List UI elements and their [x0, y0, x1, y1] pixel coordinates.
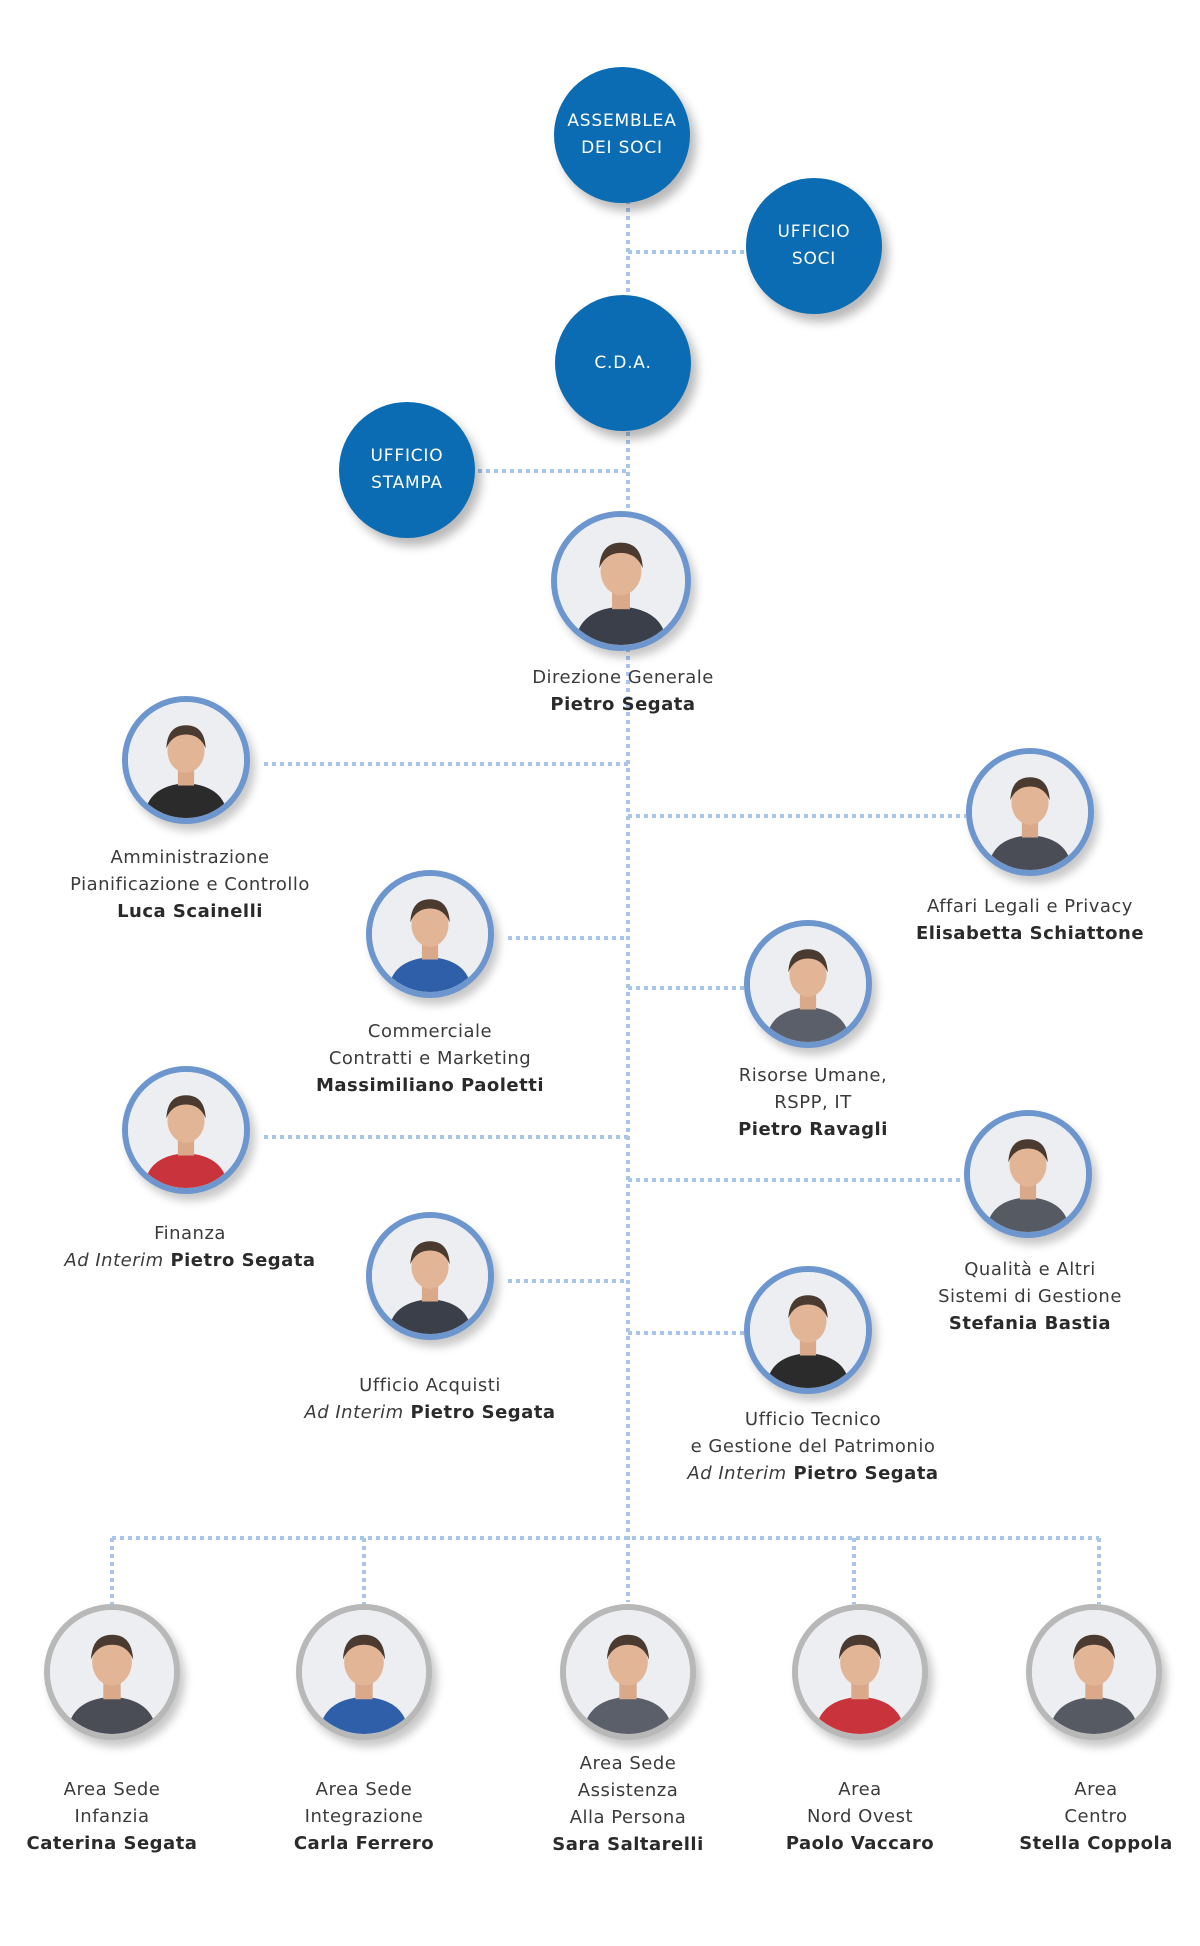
cda-node: C.D.A. — [555, 295, 691, 431]
avatar-tecnico — [744, 1266, 872, 1394]
acquisti-label: Ufficio Acquisti Ad Interim Pietro Segat… — [280, 1372, 580, 1426]
role-line: Alla Persona — [569, 1807, 687, 1828]
role-line: Ufficio Tecnico — [744, 1409, 882, 1430]
person-name: Pietro Segata — [550, 694, 696, 715]
person-name: Ad Interim Pietro Segata — [663, 1460, 963, 1487]
role-line: Direzione Generale — [532, 667, 714, 688]
role-line: Risorse Umane, — [738, 1065, 888, 1086]
role-line: Nord Ovest — [806, 1806, 914, 1827]
person-name: Stella Coppola — [1019, 1833, 1173, 1854]
person-photo-icon — [50, 1610, 174, 1734]
role-line: Qualità e Altri — [964, 1259, 1096, 1280]
avatar-affari-legali — [966, 748, 1094, 876]
assemblea-dei-soci-node: ASSEMBLEA DEI SOCI — [554, 67, 690, 203]
area-integrazione-label: Area Sede Integrazione Carla Ferrero — [244, 1776, 484, 1857]
person-name: Ad Interim Pietro Segata — [40, 1247, 340, 1274]
person-name: Paolo Vaccaro — [785, 1833, 935, 1854]
person-photo-icon — [972, 754, 1088, 870]
person-name: Elisabetta Schiattone — [915, 923, 1145, 944]
role-line: Contratti e Marketing — [328, 1048, 532, 1069]
role-line: Ufficio Acquisti — [359, 1375, 501, 1396]
role-line: Finanza — [154, 1223, 226, 1244]
avatar-area-centro — [1026, 1604, 1162, 1740]
commerciale-label: Commerciale Contratti e Marketing Massim… — [280, 1018, 580, 1099]
role-line: Amministrazione — [110, 847, 270, 868]
name-text: Pietro Segata — [170, 1250, 316, 1271]
ufficio-stampa-node: UFFICIO STAMPA — [339, 402, 475, 538]
qualita-label: Qualità e Altri Sistemi di Gestione Stef… — [880, 1256, 1180, 1337]
person-photo-icon — [750, 1272, 866, 1388]
ad-interim-label: Ad Interim — [304, 1402, 404, 1423]
role-line: Centro — [1064, 1806, 1128, 1827]
person-photo-icon — [1032, 1610, 1156, 1734]
ufficio-soci-node: UFFICIO SOCI — [746, 178, 882, 314]
name-text: Pietro Segata — [410, 1402, 556, 1423]
person-name: Pietro Ravagli — [738, 1119, 888, 1140]
name-text: Pietro Segata — [793, 1463, 939, 1484]
ad-interim-label: Ad Interim — [64, 1250, 164, 1271]
risorse-umane-label: Risorse Umane, RSPP, IT Pietro Ravagli — [663, 1062, 963, 1143]
role-line: Assistenza — [577, 1780, 679, 1801]
avatar-area-assistenza — [560, 1604, 696, 1740]
role-line: Area — [838, 1779, 882, 1800]
person-photo-icon — [128, 702, 244, 818]
role-line: Commerciale — [367, 1021, 493, 1042]
avatar-acquisti — [366, 1212, 494, 1340]
role-line: Area Sede — [579, 1753, 677, 1774]
role-line: Integrazione — [304, 1806, 424, 1827]
person-photo-icon — [372, 1218, 488, 1334]
area-infanzia-label: Area Sede Infanzia Caterina Segata — [0, 1776, 232, 1857]
amministrazione-label: Amministrazione Pianificazione e Control… — [40, 844, 340, 925]
person-name: Massimiliano Paoletti — [316, 1075, 544, 1096]
person-name: Sara Saltarelli — [552, 1834, 704, 1855]
area-nord-ovest-label: Area Nord Ovest Paolo Vaccaro — [740, 1776, 980, 1857]
ad-interim-label: Ad Interim — [687, 1463, 787, 1484]
role-line: Pianificazione e Controllo — [70, 874, 310, 895]
person-photo-icon — [557, 517, 685, 645]
avatar-area-infanzia — [44, 1604, 180, 1740]
person-name: Ad Interim Pietro Segata — [280, 1399, 580, 1426]
person-photo-icon — [798, 1610, 922, 1734]
person-name: Luca Scainelli — [117, 901, 263, 922]
role-line: RSPP, IT — [774, 1092, 852, 1113]
avatar-area-nord-ovest — [792, 1604, 928, 1740]
person-photo-icon — [750, 926, 866, 1042]
direzione-generale-label: Direzione Generale Pietro Segata — [478, 664, 768, 718]
avatar-area-integrazione — [296, 1604, 432, 1740]
role-line: Affari Legali e Privacy — [927, 896, 1133, 917]
area-assistenza-label: Area Sede Assistenza Alla Persona Sara S… — [508, 1750, 748, 1858]
avatar-qualita — [964, 1110, 1092, 1238]
role-line: Infanzia — [74, 1806, 150, 1827]
avatar-amministrazione — [122, 696, 250, 824]
avatar-finanza — [122, 1066, 250, 1194]
person-name: Caterina Segata — [26, 1833, 198, 1854]
role-line: e Gestione del Patrimonio — [690, 1436, 936, 1457]
role-line: Sistemi di Gestione — [938, 1286, 1122, 1307]
avatar-risorse-umane — [744, 920, 872, 1048]
avatar-commerciale — [366, 870, 494, 998]
affari-legali-label: Affari Legali e Privacy Elisabetta Schia… — [880, 893, 1180, 947]
area-centro-label: Area Centro Stella Coppola — [976, 1776, 1200, 1857]
person-photo-icon — [372, 876, 488, 992]
tecnico-label: Ufficio Tecnico e Gestione del Patrimoni… — [663, 1406, 963, 1487]
role-line: Area Sede — [63, 1779, 161, 1800]
person-photo-icon — [128, 1072, 244, 1188]
person-photo-icon — [970, 1116, 1086, 1232]
person-photo-icon — [302, 1610, 426, 1734]
avatar-direzione-generale — [551, 511, 691, 651]
person-name: Stefania Bastia — [948, 1313, 1112, 1334]
role-line: Area Sede — [315, 1779, 413, 1800]
person-name: Carla Ferrero — [293, 1833, 435, 1854]
person-photo-icon — [566, 1610, 690, 1734]
finanza-label: Finanza Ad Interim Pietro Segata — [40, 1220, 340, 1274]
role-line: Area — [1074, 1779, 1118, 1800]
